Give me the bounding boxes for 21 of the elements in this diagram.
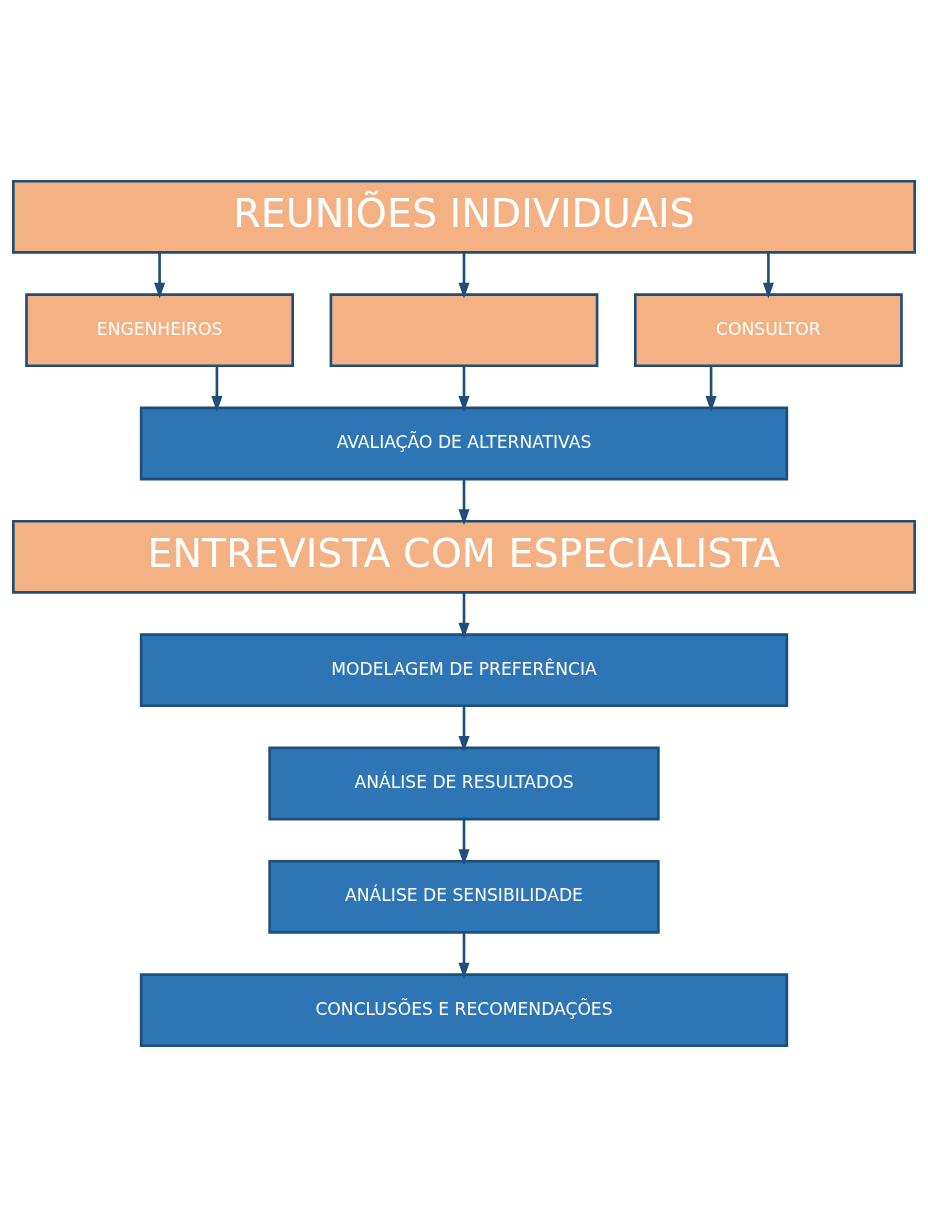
node-box: REUNIÕES INDIVIDUAIS [12, 179, 916, 254]
arrow [458, 478, 470, 525]
node-box: AVALIAÇÃO DE ALTERNATIVAS [139, 406, 789, 480]
node-box [329, 292, 599, 367]
arrow [458, 932, 470, 979]
arrow [458, 252, 470, 299]
node-box: CONSULTOR [634, 292, 903, 367]
node-box: ENGENHEIROS [25, 292, 294, 367]
node-box: MODELAGEM DE PREFERÊNCIA [139, 632, 789, 707]
arrow [458, 592, 470, 639]
arrow [154, 252, 166, 299]
node-box: ANÁLISE DE RESULTADOS [268, 746, 660, 820]
arrow [458, 365, 470, 412]
arrow [458, 818, 470, 865]
arrow [705, 365, 717, 412]
arrow [762, 252, 774, 299]
arrow [458, 705, 470, 752]
node-box: CONCLUSÕES E RECOMENDAÇÕES [139, 972, 789, 1047]
node-box: ENTREVISTA COM ESPECIALISTA [12, 519, 916, 594]
node-box: ANÁLISE DE SENSIBILIDADE [268, 859, 660, 934]
arrow [211, 365, 223, 412]
